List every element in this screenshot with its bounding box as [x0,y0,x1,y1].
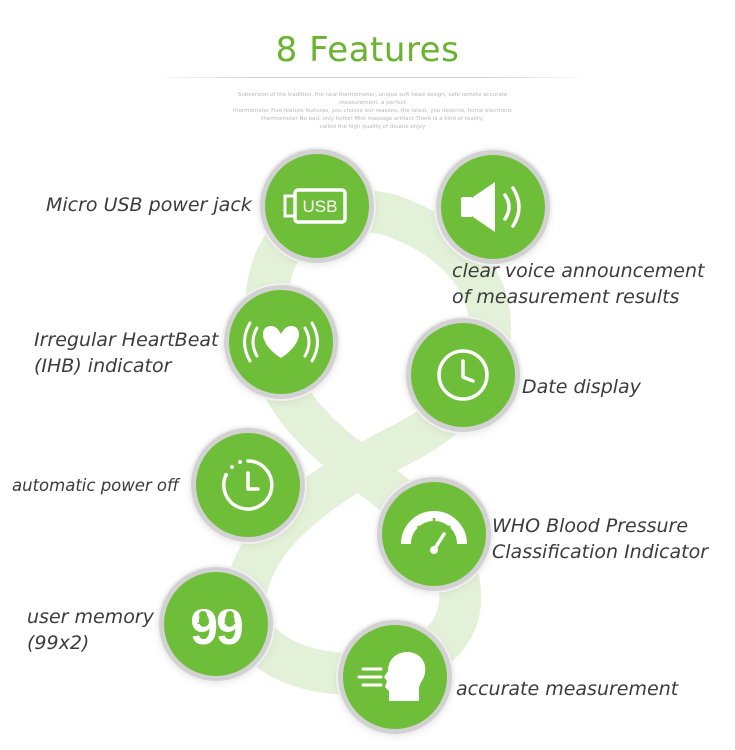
timer-icon [196,433,300,537]
head-speech-icon [343,625,447,729]
feature-label: Date display [522,374,641,400]
feature-label: accurate measurement [456,676,678,702]
subtitle-line: Subversion of the tradition, the new the… [237,92,508,106]
gauge-icon [382,482,486,586]
feature-label-line: (IHB) indicator [34,355,172,377]
subtitle-line: thermometer Five feature features, you c… [232,108,513,114]
page-title: 8 Features [275,30,460,70]
feature-label: clear voice announcement of measurement … [452,258,705,310]
feature-label-line: user memory [27,606,154,628]
feature-label: Micro USB power jack [46,192,252,218]
feature-label-line: Classification Indicator [492,541,709,563]
feature-label-line: automatic power off [12,476,179,495]
clock-icon [411,323,515,427]
subtitle-line: called the high quality of double enjoy [319,124,426,130]
speaker-icon [441,155,545,259]
user-memory-icon: 99 [164,572,268,676]
heartbeat-icon [229,290,333,394]
usb-icon: USB [265,154,369,258]
feature-label-line: Date display [522,376,641,398]
memory-icon-text: 99 [190,599,242,655]
feature-label-line: clear voice announcement [452,260,705,282]
feature-label-line: Micro USB power jack [46,194,252,216]
feature-label: user memory (99x2) [27,604,154,656]
subtitle-line: thermometer No bad, only better Mini mas… [261,116,484,122]
feature-label: WHO Blood Pressure Classification Indica… [492,513,708,565]
feature-label-line: of measurement results [452,286,680,308]
title-divider [150,77,590,78]
subtitle-text: Subversion of the tradition, the new the… [220,91,525,131]
feature-label: Irregular HeartBeat (IHB) indicator [34,327,219,379]
feature-label-line: (99x2) [27,632,90,654]
usb-icon-text: USB [303,197,338,216]
feature-label-line: WHO Blood Pressure [492,515,689,537]
feature-label-line: accurate measurement [456,678,679,700]
feature-label: automatic power off [12,473,179,499]
feature-label-line: Irregular HeartBeat [34,329,219,351]
